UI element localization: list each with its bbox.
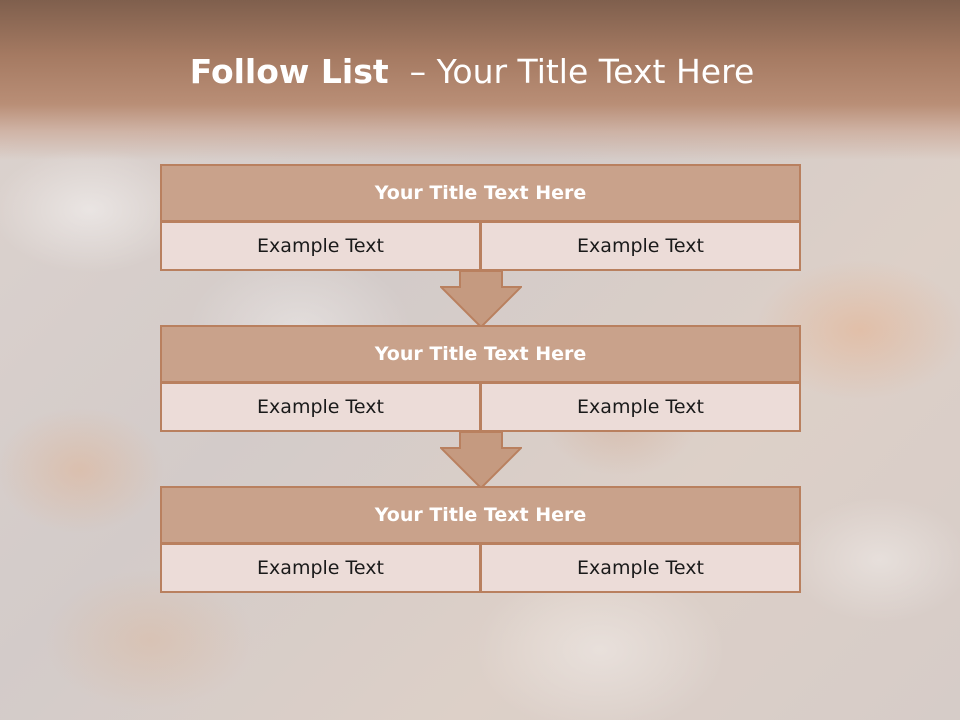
slide-title: Follow List – Your Title Text Here [0,52,944,91]
block-title: Your Title Text Here [160,325,801,383]
list-block-1: Your Title Text Here Example Text Exampl… [160,164,801,271]
block-cell-right: Example Text [480,221,801,271]
down-arrow-icon [440,270,522,328]
block-title: Your Title Text Here [160,164,801,222]
block-cell-right: Example Text [480,543,801,593]
block-cell-left: Example Text [160,382,481,432]
list-block-2: Your Title Text Here Example Text Exampl… [160,325,801,432]
block-cell-left: Example Text [160,543,481,593]
list-block-3: Your Title Text Here Example Text Exampl… [160,486,801,593]
block-title: Your Title Text Here [160,486,801,544]
block-cell-left: Example Text [160,221,481,271]
slide-title-bold: Follow List [189,52,389,91]
down-arrow-icon [440,431,522,489]
slide-title-rest: – Your Title Text Here [388,52,755,91]
header-band [0,0,960,160]
block-cell-right: Example Text [480,382,801,432]
